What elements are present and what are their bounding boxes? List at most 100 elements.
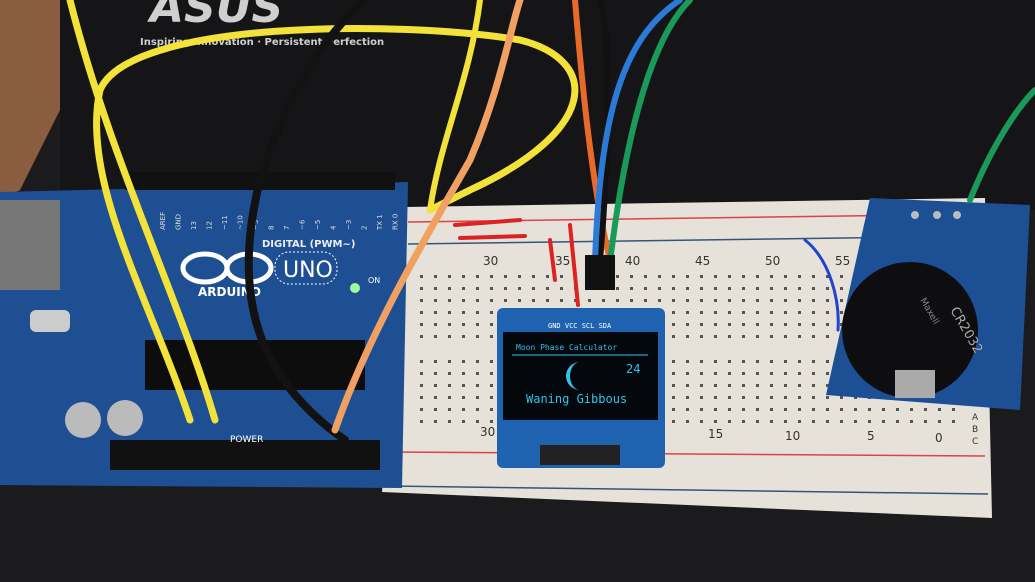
breadboard-hole (658, 275, 661, 278)
red-jumpers (453, 218, 580, 307)
breadboard-hole (476, 287, 479, 290)
breadboard-hole (420, 299, 423, 302)
breadboard-hole (798, 396, 801, 399)
rtc-pin (911, 211, 919, 219)
breadboard-hole (826, 384, 829, 387)
breadboard-hole (714, 311, 717, 314)
breadboard-hole (826, 372, 829, 375)
breadboard-hole (448, 420, 451, 423)
breadboard-hole (672, 287, 675, 290)
pin-label: ~9 (252, 220, 260, 230)
pin-label: 8 (268, 226, 276, 230)
breadboard-hole (700, 299, 703, 302)
breadboard-hole (728, 408, 731, 411)
breadboard-hole (490, 311, 493, 314)
breadboard-hole (784, 384, 787, 387)
breadboard-hole (756, 335, 759, 338)
breadboard-hole (420, 420, 423, 423)
breadboard-hole (812, 311, 815, 314)
breadboard-hole (812, 420, 815, 423)
breadboard-hole (756, 408, 759, 411)
crystal (30, 310, 70, 332)
breadboard-hole (798, 323, 801, 326)
power-analog-header (110, 440, 380, 470)
breadboard-hole (770, 323, 773, 326)
breadboard-hole (798, 275, 801, 278)
digital-label: DIGITAL (PWM~) (262, 239, 355, 250)
yellow-wire (93, 25, 579, 424)
breadboard-hole (490, 360, 493, 363)
breadboard-hole (798, 420, 801, 423)
breadboard-hole (812, 287, 815, 290)
pin-label: 7 (283, 226, 291, 230)
breadboard-hole (770, 311, 773, 314)
breadboard-hole (728, 372, 731, 375)
breadboard-hole (686, 420, 689, 423)
breadboard-hole (476, 396, 479, 399)
breadboard-hole (504, 275, 507, 278)
breadboard-hole (896, 408, 899, 411)
breadboard-hole (770, 335, 773, 338)
breadboard-hole (840, 420, 843, 423)
breadboard-hole (462, 335, 465, 338)
breadboard-hole (686, 323, 689, 326)
breadboard-hole (672, 311, 675, 314)
breadboard-hole (728, 396, 731, 399)
breadboard-hole (686, 384, 689, 387)
bb-row: C (972, 437, 978, 447)
breadboard-hole (616, 287, 619, 290)
breadboard-rail-blue-bottom (387, 485, 989, 495)
breadboard-hole (742, 299, 745, 302)
oled-pin-labels: GND VCC SCL SDA (548, 322, 612, 330)
breadboard-hole (490, 335, 493, 338)
breadboard-hole (462, 323, 465, 326)
breadboard-hole (784, 408, 787, 411)
breadboard-hole (924, 420, 927, 423)
breadboard-hole (826, 323, 829, 326)
blue-wire (592, 0, 683, 265)
breadboard-hole (728, 360, 731, 363)
breadboard-hole (728, 335, 731, 338)
breadboard-hole (462, 396, 465, 399)
breadboard-hole (504, 299, 507, 302)
black-wire (244, 0, 369, 444)
breadboard-hole (784, 323, 787, 326)
pin-label: RX 0 (392, 214, 400, 230)
breadboard-hole (742, 360, 745, 363)
rtc-pin (953, 211, 961, 219)
breadboard-hole (742, 420, 745, 423)
breadboard-hole (812, 384, 815, 387)
breadboard-hole (490, 299, 493, 302)
breadboard-hole (700, 311, 703, 314)
breadboard-hole (826, 335, 829, 338)
breadboard-hole (770, 420, 773, 423)
breadboard-hole (728, 311, 731, 314)
breadboard-hole (448, 335, 451, 338)
breadboard-hole (448, 275, 451, 278)
breadboard-hole (546, 299, 549, 302)
pin-label: ~5 (314, 220, 322, 230)
battery-clip (895, 370, 935, 398)
rtc-pin (933, 211, 941, 219)
breadboard-hole (644, 287, 647, 290)
bb-num: 40 (625, 254, 640, 268)
pin-label: AREF (159, 212, 167, 230)
mousepad-brand: ASUS (147, 0, 283, 33)
breadboard-hole (462, 408, 465, 411)
breadboard-hole (434, 408, 437, 411)
breadboard-hole (742, 287, 745, 290)
mousepad-slogan: Inspiring Innovation · Persistent Perfec… (140, 37, 384, 48)
breadboard-hole (420, 287, 423, 290)
breadboard-hole (826, 287, 829, 290)
breadboard-hole (532, 287, 535, 290)
breadboard-hole (686, 335, 689, 338)
breadboard-hole (728, 287, 731, 290)
breadboard-hole (714, 372, 717, 375)
breadboard-hole (812, 335, 815, 338)
breadboard-hole (532, 299, 535, 302)
breadboard-hole (448, 323, 451, 326)
jumper-wires (66, 0, 1035, 444)
breadboard-hole (434, 323, 437, 326)
